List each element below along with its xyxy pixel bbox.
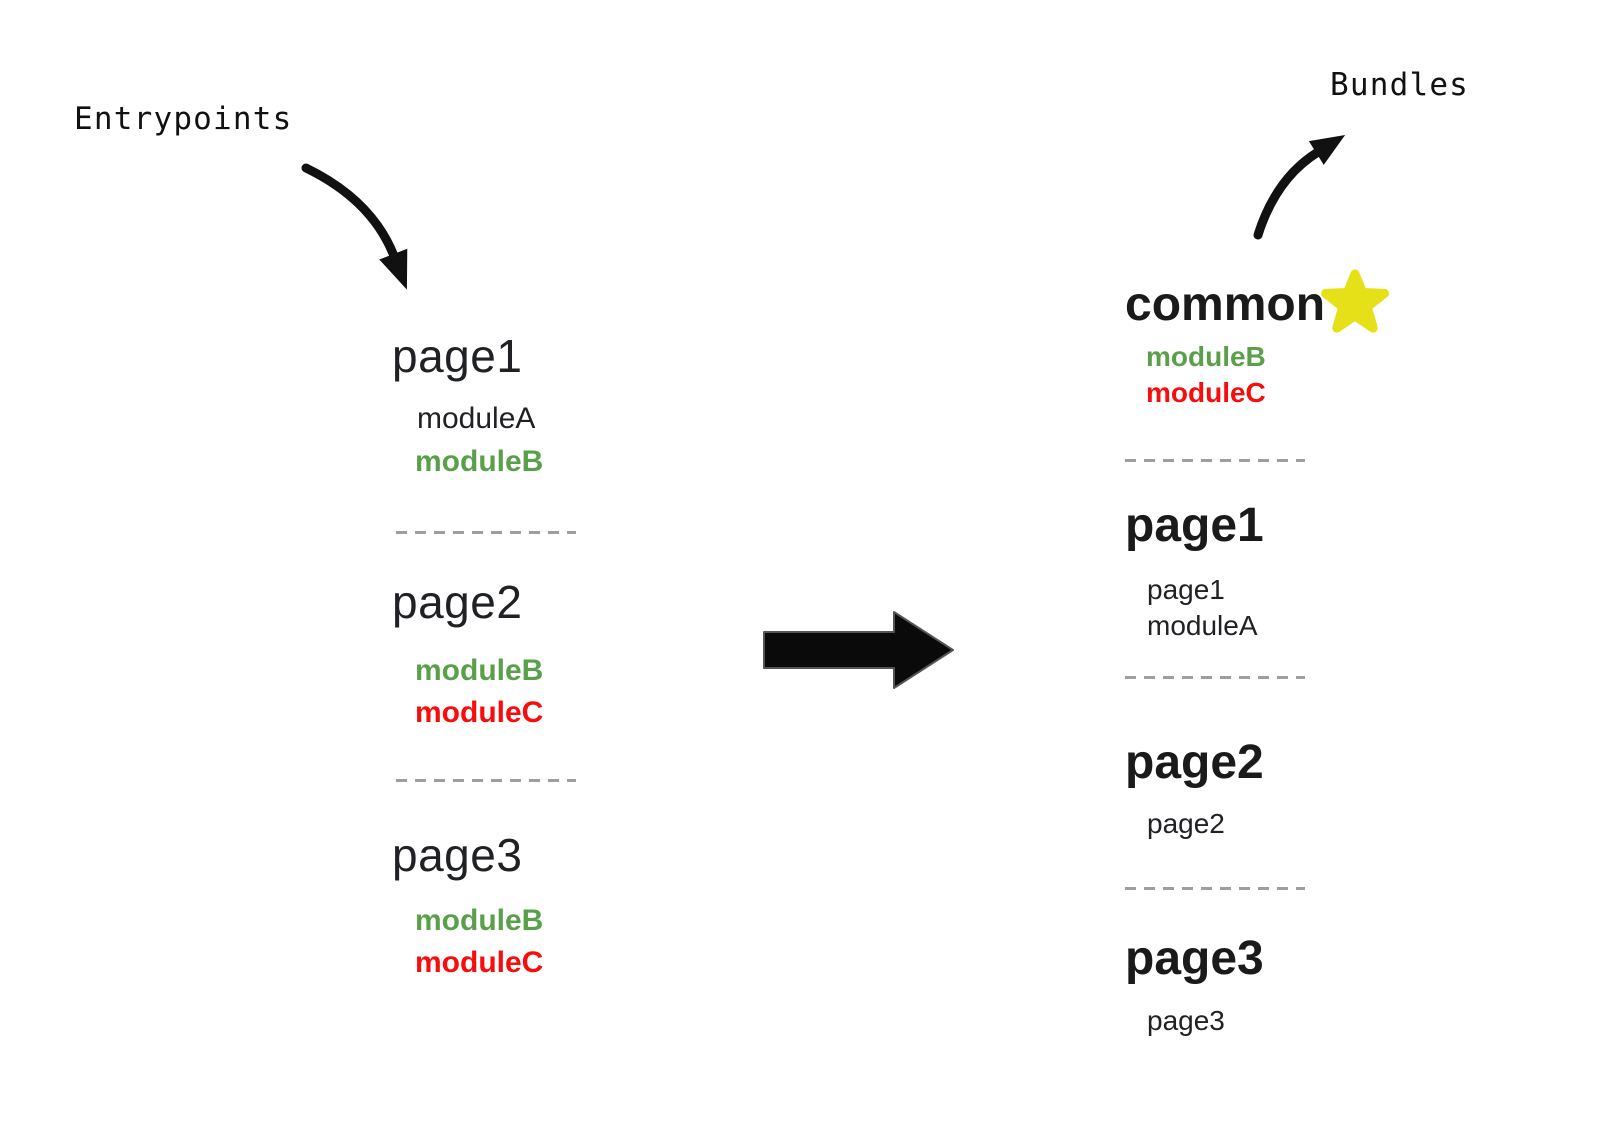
entrypoint-page1-title: page1 xyxy=(392,330,523,382)
entrypoint-page3-moduleC: moduleC xyxy=(415,946,544,979)
curved-arrow-up-right-icon xyxy=(1253,135,1346,240)
curved-arrow-down-right-icon xyxy=(301,163,408,290)
divider xyxy=(396,531,576,534)
entrypoint-page1-moduleA: moduleA xyxy=(417,402,536,435)
entrypoint-page2-moduleB: moduleB xyxy=(415,654,544,687)
bundle-page1-chunk-page1: page1 xyxy=(1147,574,1225,605)
bundle-page2-chunk-page2: page2 xyxy=(1147,808,1225,839)
bundle-page2-title: page2 xyxy=(1125,736,1264,789)
entrypoints-label: Entrypoints xyxy=(74,101,293,137)
bundles-label: Bundles xyxy=(1330,67,1470,103)
divider xyxy=(396,779,576,782)
bundle-page1-chunk-moduleA: moduleA xyxy=(1147,610,1258,641)
bundle-page3-chunk-page3: page3 xyxy=(1147,1005,1225,1036)
divider xyxy=(1125,459,1305,462)
entrypoint-page2-moduleC: moduleC xyxy=(415,696,544,729)
divider xyxy=(1125,676,1305,679)
bundle-common-moduleC: moduleC xyxy=(1146,377,1266,408)
block-arrow-right-icon xyxy=(763,611,954,689)
star-icon xyxy=(1321,269,1389,333)
bundle-common-moduleB: moduleB xyxy=(1146,341,1266,372)
entrypoint-page3-title: page3 xyxy=(392,829,523,881)
divider xyxy=(1125,887,1305,890)
bundle-page3-title: page3 xyxy=(1125,932,1264,985)
entrypoint-page1-moduleB: moduleB xyxy=(415,445,544,478)
entrypoint-page2-title: page2 xyxy=(392,576,523,628)
bundle-page1-title: page1 xyxy=(1125,499,1264,552)
entrypoint-page3-moduleB: moduleB xyxy=(415,904,544,937)
bundle-common-title: common xyxy=(1125,278,1326,331)
